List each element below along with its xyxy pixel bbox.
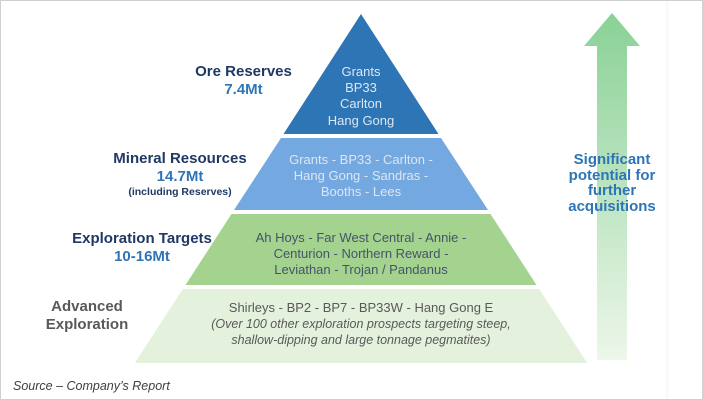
arrow-caption-line: Significant bbox=[573, 151, 651, 168]
label-value: 7.4Mt bbox=[224, 81, 263, 98]
label-note: (including Reserves) bbox=[128, 186, 232, 198]
tier-text-line: Grants bbox=[341, 64, 381, 79]
tier-advanced-exploration-shape bbox=[134, 289, 588, 363]
tier-ore-reserves-shape bbox=[283, 14, 439, 134]
tier-text-line: BP33 bbox=[345, 80, 377, 96]
tier-text-line: Ah Hoys - Far West Central - Annie - bbox=[255, 230, 467, 245]
tier-exploration-targets-text: Ah Hoys - Far West Central - Annie - Cen… bbox=[236, 230, 486, 279]
arrow-caption-line: acquisitions bbox=[568, 197, 656, 215]
source-note: Source – Company’s Report bbox=[13, 379, 170, 393]
tier-text-note-line: (Over 100 other exploration prospects ta… bbox=[211, 317, 511, 331]
arrow-caption: Significant potential for further acquis… bbox=[547, 152, 677, 214]
label-exploration-targets: Exploration Targets 10-16Mt bbox=[56, 230, 228, 266]
tier-mineral-resources-shape bbox=[234, 138, 488, 210]
label-title: Mineral Resources bbox=[113, 150, 247, 167]
label-mineral-resources: Mineral Resources 14.7Mt (including Rese… bbox=[101, 150, 259, 199]
tier-ore-reserves-text: Grants BP33 Carlton Hang Gong bbox=[296, 64, 426, 129]
tier-text-line: Hang Gong bbox=[327, 112, 395, 128]
label-title: Exploration Targets bbox=[72, 230, 212, 247]
tier-text-line: Grants - BP33 - Carlton - bbox=[289, 152, 433, 167]
arrow-caption-line: further bbox=[587, 182, 637, 199]
label-value: 14.7Mt bbox=[156, 168, 204, 185]
tier-text-line: Hang Gong - Sandras - bbox=[293, 168, 429, 184]
arrow-caption-line: potential for bbox=[568, 166, 656, 184]
tier-text-note-line: shallow-dipping and large tonnage pegmat… bbox=[231, 333, 491, 347]
tier-exploration-targets-shape bbox=[185, 214, 537, 285]
label-title: Advanced Exploration bbox=[45, 298, 129, 333]
label-value: 10-16Mt bbox=[114, 248, 170, 265]
tier-mineral-resources-text: Grants - BP33 - Carlton - Hang Gong - Sa… bbox=[263, 152, 459, 201]
up-arrow bbox=[584, 13, 640, 360]
tier-text-line: Carlton bbox=[340, 96, 382, 112]
tier-text-line: Shirleys - BP2 - BP7 - BP33W - Hang Gong… bbox=[228, 300, 494, 315]
tier-text-line: Booths - Lees bbox=[320, 184, 402, 200]
label-ore-reserves: Ore Reserves 7.4Mt bbox=[171, 63, 316, 99]
label-title: Ore Reserves bbox=[195, 63, 292, 80]
label-advanced-exploration: Advanced Exploration bbox=[29, 298, 145, 334]
tier-advanced-exploration-text: Shirleys - BP2 - BP7 - BP33W - Hang Gong… bbox=[181, 300, 541, 348]
tier-text-line: Centurion - Northern Reward - bbox=[273, 246, 449, 262]
tier-text-line: Leviathan - Trojan / Pandanus bbox=[274, 262, 448, 278]
page-edge-line bbox=[666, 1, 669, 399]
